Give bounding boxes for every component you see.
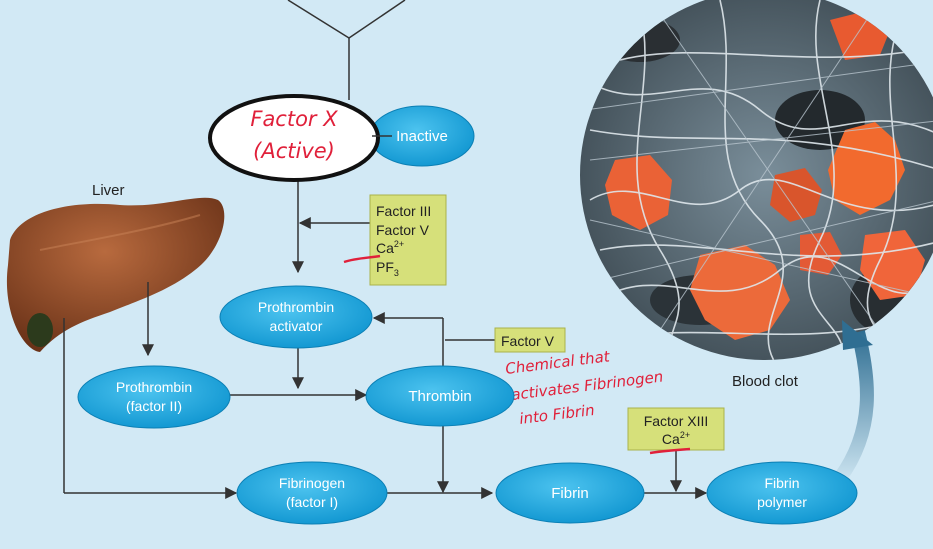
incoming-pathway-lines [287, 0, 406, 100]
svg-text:polymer: polymer [757, 494, 807, 510]
svg-text:Fibrin: Fibrin [551, 485, 589, 502]
factor-v-label: Factor V [501, 333, 555, 349]
cofactor-factor-v: Factor V [376, 222, 430, 238]
liver-illustration [6, 197, 225, 352]
svg-text:Prothrombin: Prothrombin [116, 379, 192, 395]
svg-text:Prothrombin: Prothrombin [258, 299, 334, 315]
thrombin-node: Thrombin [365, 365, 515, 427]
factor-xiii-box: Factor XIII Ca2+ [627, 407, 725, 455]
svg-text:(factor II): (factor II) [126, 398, 182, 414]
factor-xiii-label: Factor XIII [644, 413, 709, 429]
fibrin-node: Fibrin [495, 462, 645, 524]
inactive-label: Inactive [396, 128, 448, 145]
note-line3: into Fibrin [518, 401, 595, 428]
liver-label: Liver [92, 182, 125, 199]
factor-v-box: Factor V [494, 327, 566, 353]
factor-x-active-node: Factor X (Active) [208, 94, 380, 182]
inactive-factor-x-node: Inactive [369, 105, 475, 167]
blood-clot-label: Blood clot [732, 373, 799, 390]
handwritten-underline-2 [649, 447, 691, 455]
svg-text:Fibrin: Fibrin [764, 475, 799, 491]
factor-x-handwriting-line1: Factor X [250, 107, 338, 131]
cofactor-pf3: PF3 [376, 259, 399, 278]
svg-text:Fibrinogen: Fibrinogen [279, 475, 345, 491]
svg-text:(factor I): (factor I) [286, 494, 338, 510]
blood-clot-micrograph [580, 0, 933, 360]
cofactor-box: Factor III Factor V Ca2+ PF3 [343, 194, 447, 286]
connector-arrows [63, 180, 708, 499]
cofactor-factor-iii: Factor III [376, 203, 431, 219]
cofactor-calcium: Ca2+ [376, 239, 404, 256]
prothrombin-node: Prothrombin (factor II) [77, 365, 231, 429]
svg-text:Thrombin: Thrombin [408, 388, 471, 405]
curved-arrow-head [842, 320, 873, 350]
handwritten-underline [343, 254, 381, 264]
fibrin-polymer-node: Fibrin polymer [706, 461, 858, 525]
factor-x-handwriting-line2: (Active) [253, 139, 335, 163]
fibrinogen-node: Fibrinogen (factor I) [236, 461, 388, 525]
factor-xiii-calcium: Ca2+ [662, 430, 690, 447]
prothrombin-activator-node: Prothrombin activator [219, 285, 373, 349]
curved-arrow [834, 330, 874, 483]
svg-text:activator: activator [270, 318, 323, 334]
